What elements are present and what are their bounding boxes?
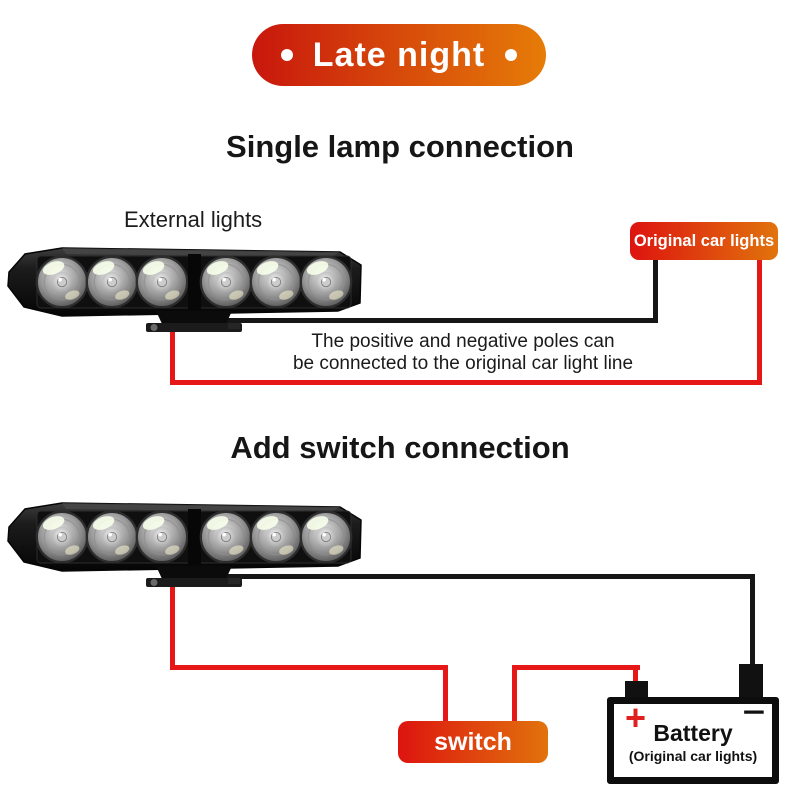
external-lights-label: External lights	[124, 207, 263, 232]
original-car-lights-badge: Original car lights	[630, 222, 778, 260]
late-night-label: Late night	[312, 35, 486, 74]
wire-red-horizontal-1	[170, 380, 762, 385]
switch-badge: switch	[398, 721, 548, 763]
wire-black-vertical-to-badge	[653, 258, 658, 323]
wire-black-vertical-to-battery	[750, 574, 755, 670]
battery-name: Battery	[653, 720, 733, 746]
note-line-1: The positive and negative poles can	[311, 331, 615, 352]
late-night-badge: Late night	[252, 24, 546, 86]
connection-note: The positive and negative poles can be c…	[258, 331, 668, 374]
section-title-single-lamp: Single lamp connection	[226, 129, 574, 164]
led-light-bar	[4, 244, 374, 336]
led-light-bar-2	[4, 499, 374, 591]
battery-plus-sign: +	[625, 697, 647, 738]
wire-black-horizontal-2	[222, 574, 755, 579]
wire-red-vertical-to-badge	[757, 258, 762, 385]
battery-minus-sign: −	[742, 696, 766, 729]
original-car-lights-label: Original car lights	[633, 231, 775, 250]
wire-red-horizontal-to-switch	[170, 665, 448, 670]
right-dot-icon	[505, 49, 518, 61]
wire-red-drop-from-lamp-1	[170, 324, 175, 385]
left-dot-icon	[280, 49, 293, 61]
wire-red-horizontal-to-battery	[512, 665, 640, 670]
wire-red-drop-from-lamp-2	[170, 580, 175, 670]
battery-positive-terminal	[625, 681, 648, 699]
battery-subtitle: (Original car lights)	[628, 748, 758, 764]
battery: + − Battery (Original car lights)	[607, 697, 779, 784]
wire-red-vertical-into-switch	[443, 665, 448, 723]
wire-black-horizontal-1	[222, 318, 658, 323]
battery-negative-terminal	[739, 664, 763, 699]
section-title-add-switch: Add switch connection	[230, 430, 570, 465]
switch-label: switch	[434, 727, 512, 756]
wire-red-vertical-out-of-switch	[512, 665, 517, 723]
note-line-2: be connected to the original car light l…	[292, 352, 634, 374]
wire-red-vertical-to-battery-plus	[633, 665, 638, 685]
